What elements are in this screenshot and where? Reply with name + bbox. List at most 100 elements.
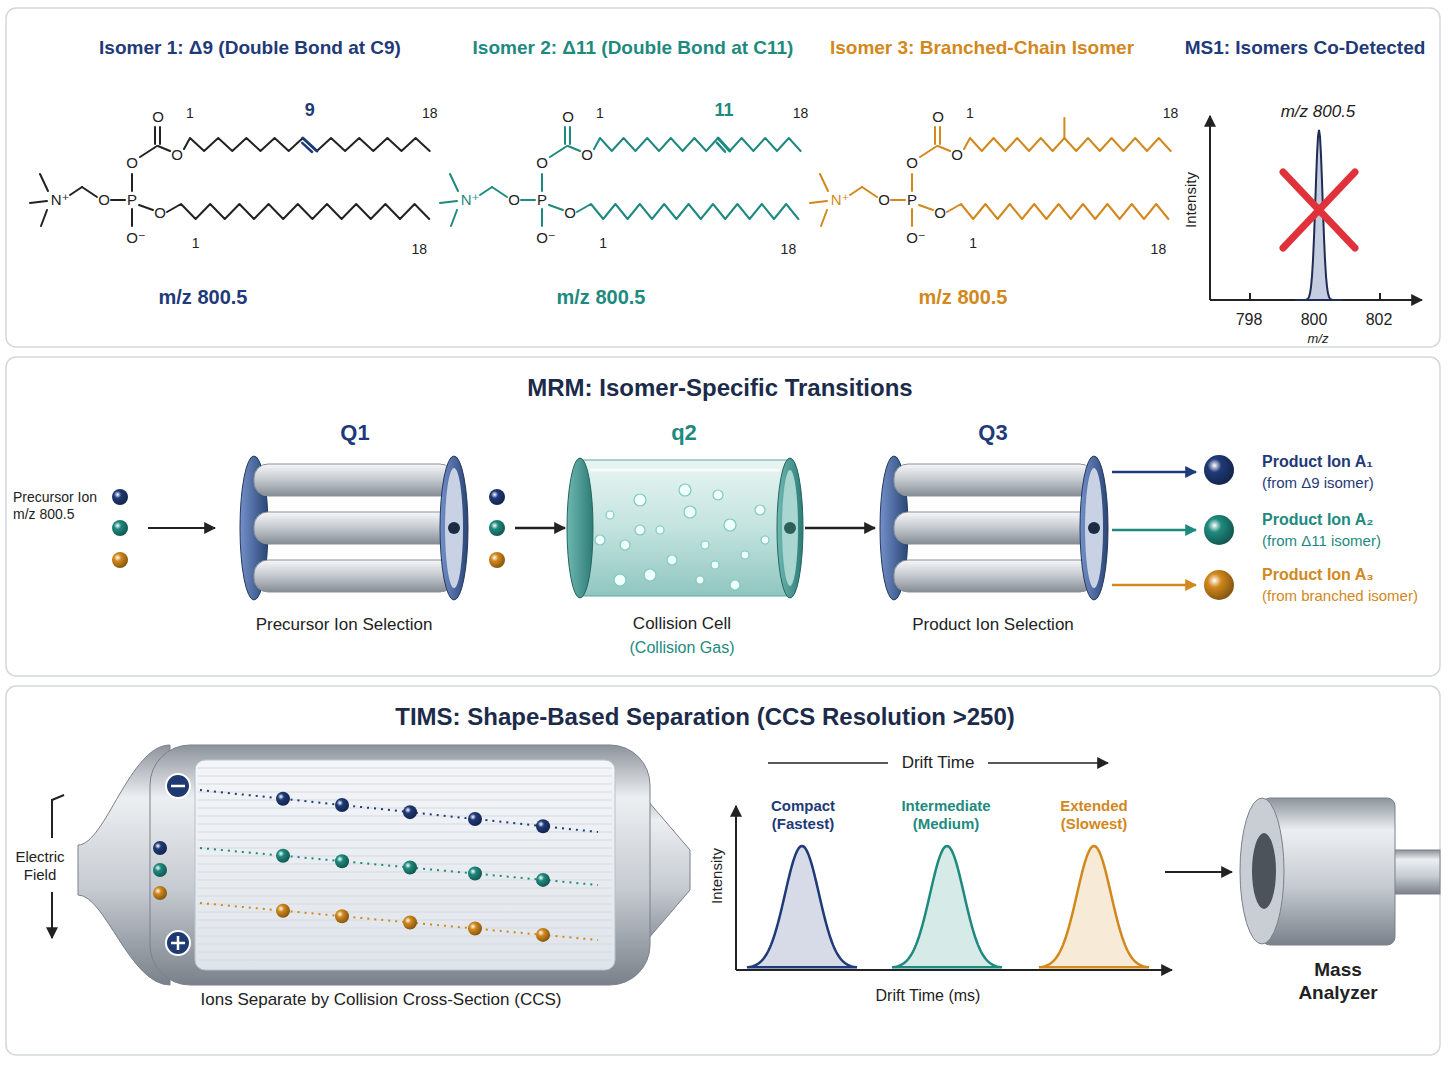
double-bond — [717, 143, 725, 152]
bond — [131, 209, 133, 226]
electrode-line — [198, 928, 612, 929]
acyl-chain — [184, 138, 430, 151]
electrode-sign — [166, 931, 190, 955]
atom-label: O — [126, 154, 138, 172]
node-heading: q2 — [671, 420, 697, 446]
field-line — [51, 892, 53, 938]
carbon-number: 1 — [969, 235, 977, 252]
mz-label: m/z 800.5 — [557, 285, 646, 309]
electrode-line — [198, 776, 612, 777]
bond — [541, 174, 543, 191]
mz-label: m/z 800.5 — [159, 285, 248, 309]
methyl-branch — [1063, 118, 1065, 138]
y-axis — [735, 806, 737, 970]
carbon-number: 1 — [966, 105, 974, 122]
node-heading: Product Ion A₁ — [1262, 452, 1373, 471]
analyzer-inlet — [1252, 833, 1276, 909]
atom-label: P — [127, 191, 137, 209]
bond — [111, 199, 125, 201]
bond — [131, 174, 133, 191]
bond — [850, 187, 862, 195]
end-cap — [567, 458, 593, 598]
flow-arrow — [1112, 471, 1196, 474]
ion — [489, 552, 505, 568]
collision-cell — [567, 458, 803, 598]
peak-label: Extended (Slowest) — [1044, 797, 1144, 833]
end-plate — [782, 470, 798, 586]
pipe — [1390, 850, 1440, 894]
end-cap — [1080, 456, 1108, 600]
bond — [920, 146, 937, 157]
isomer-heading: Isomer 1: Δ9 (Double Bond at C9) — [99, 37, 401, 60]
carbon-number: 18 — [781, 241, 797, 258]
node-text: Collision Cell — [633, 614, 731, 634]
peak-label: Intermediate (Medium) — [896, 797, 996, 833]
atom-label: O — [154, 204, 166, 222]
gas-molecule — [606, 511, 614, 519]
axis-label: Intensity — [1182, 172, 1200, 228]
bond — [564, 127, 566, 144]
ion — [276, 792, 290, 806]
ion — [536, 928, 550, 942]
rod — [254, 464, 454, 496]
ion — [536, 819, 550, 833]
bond — [934, 127, 936, 144]
electrode-line — [198, 800, 612, 801]
cross-mark — [1283, 172, 1355, 248]
panel — [6, 357, 1440, 676]
tick-label: 802 — [1366, 310, 1393, 329]
atom-label: O — [878, 191, 890, 209]
arrow — [148, 527, 215, 529]
bond — [451, 210, 457, 226]
node-text: (Collision Gas) — [630, 638, 735, 657]
end-cap — [777, 458, 803, 598]
field-label: Electric Field — [10, 848, 70, 884]
axis-label: Drift Time (ms) — [876, 986, 981, 1005]
electrode-line — [198, 768, 612, 769]
phospholipid-structure — [440, 127, 801, 226]
tube-interior — [195, 760, 615, 970]
product-ion — [1204, 455, 1234, 485]
ion — [112, 552, 128, 568]
bond — [440, 201, 457, 203]
end-cap — [440, 456, 468, 600]
ion — [489, 489, 505, 505]
electrode-line — [198, 960, 612, 961]
ion — [276, 849, 290, 863]
ion — [403, 916, 417, 930]
analyzer-face — [1240, 798, 1284, 944]
flow-arrow — [1112, 529, 1196, 532]
bond — [911, 174, 913, 191]
carbon-number: 18 — [411, 241, 427, 258]
bond — [70, 187, 82, 195]
bond — [30, 201, 47, 203]
gas-molecule — [701, 541, 709, 549]
acyl-chain — [947, 204, 1168, 219]
gas-molecule — [684, 506, 696, 518]
ion — [335, 798, 349, 812]
electrode-line — [198, 904, 612, 905]
rod — [894, 512, 1094, 544]
ion — [403, 805, 417, 819]
panel — [6, 686, 1440, 1055]
carbon-number: 18 — [793, 105, 809, 122]
arrow — [1165, 871, 1232, 873]
electrode-line — [198, 888, 612, 889]
isomer-heading: Isomer 2: Δ11 (Double Bond at C11) — [473, 37, 794, 60]
mass-analyzer — [1240, 798, 1440, 945]
bond — [919, 205, 933, 210]
phospholipid-structure — [810, 118, 1171, 226]
atom-label: O⁻ — [126, 229, 146, 247]
electrode-line — [198, 912, 612, 913]
tims-tube — [78, 745, 690, 985]
gas-molecule — [713, 490, 723, 500]
ion — [536, 873, 550, 887]
aperture — [784, 522, 796, 534]
electrode-line — [198, 792, 612, 793]
ion — [403, 861, 417, 875]
double-bond — [302, 143, 312, 152]
bond — [140, 146, 157, 157]
